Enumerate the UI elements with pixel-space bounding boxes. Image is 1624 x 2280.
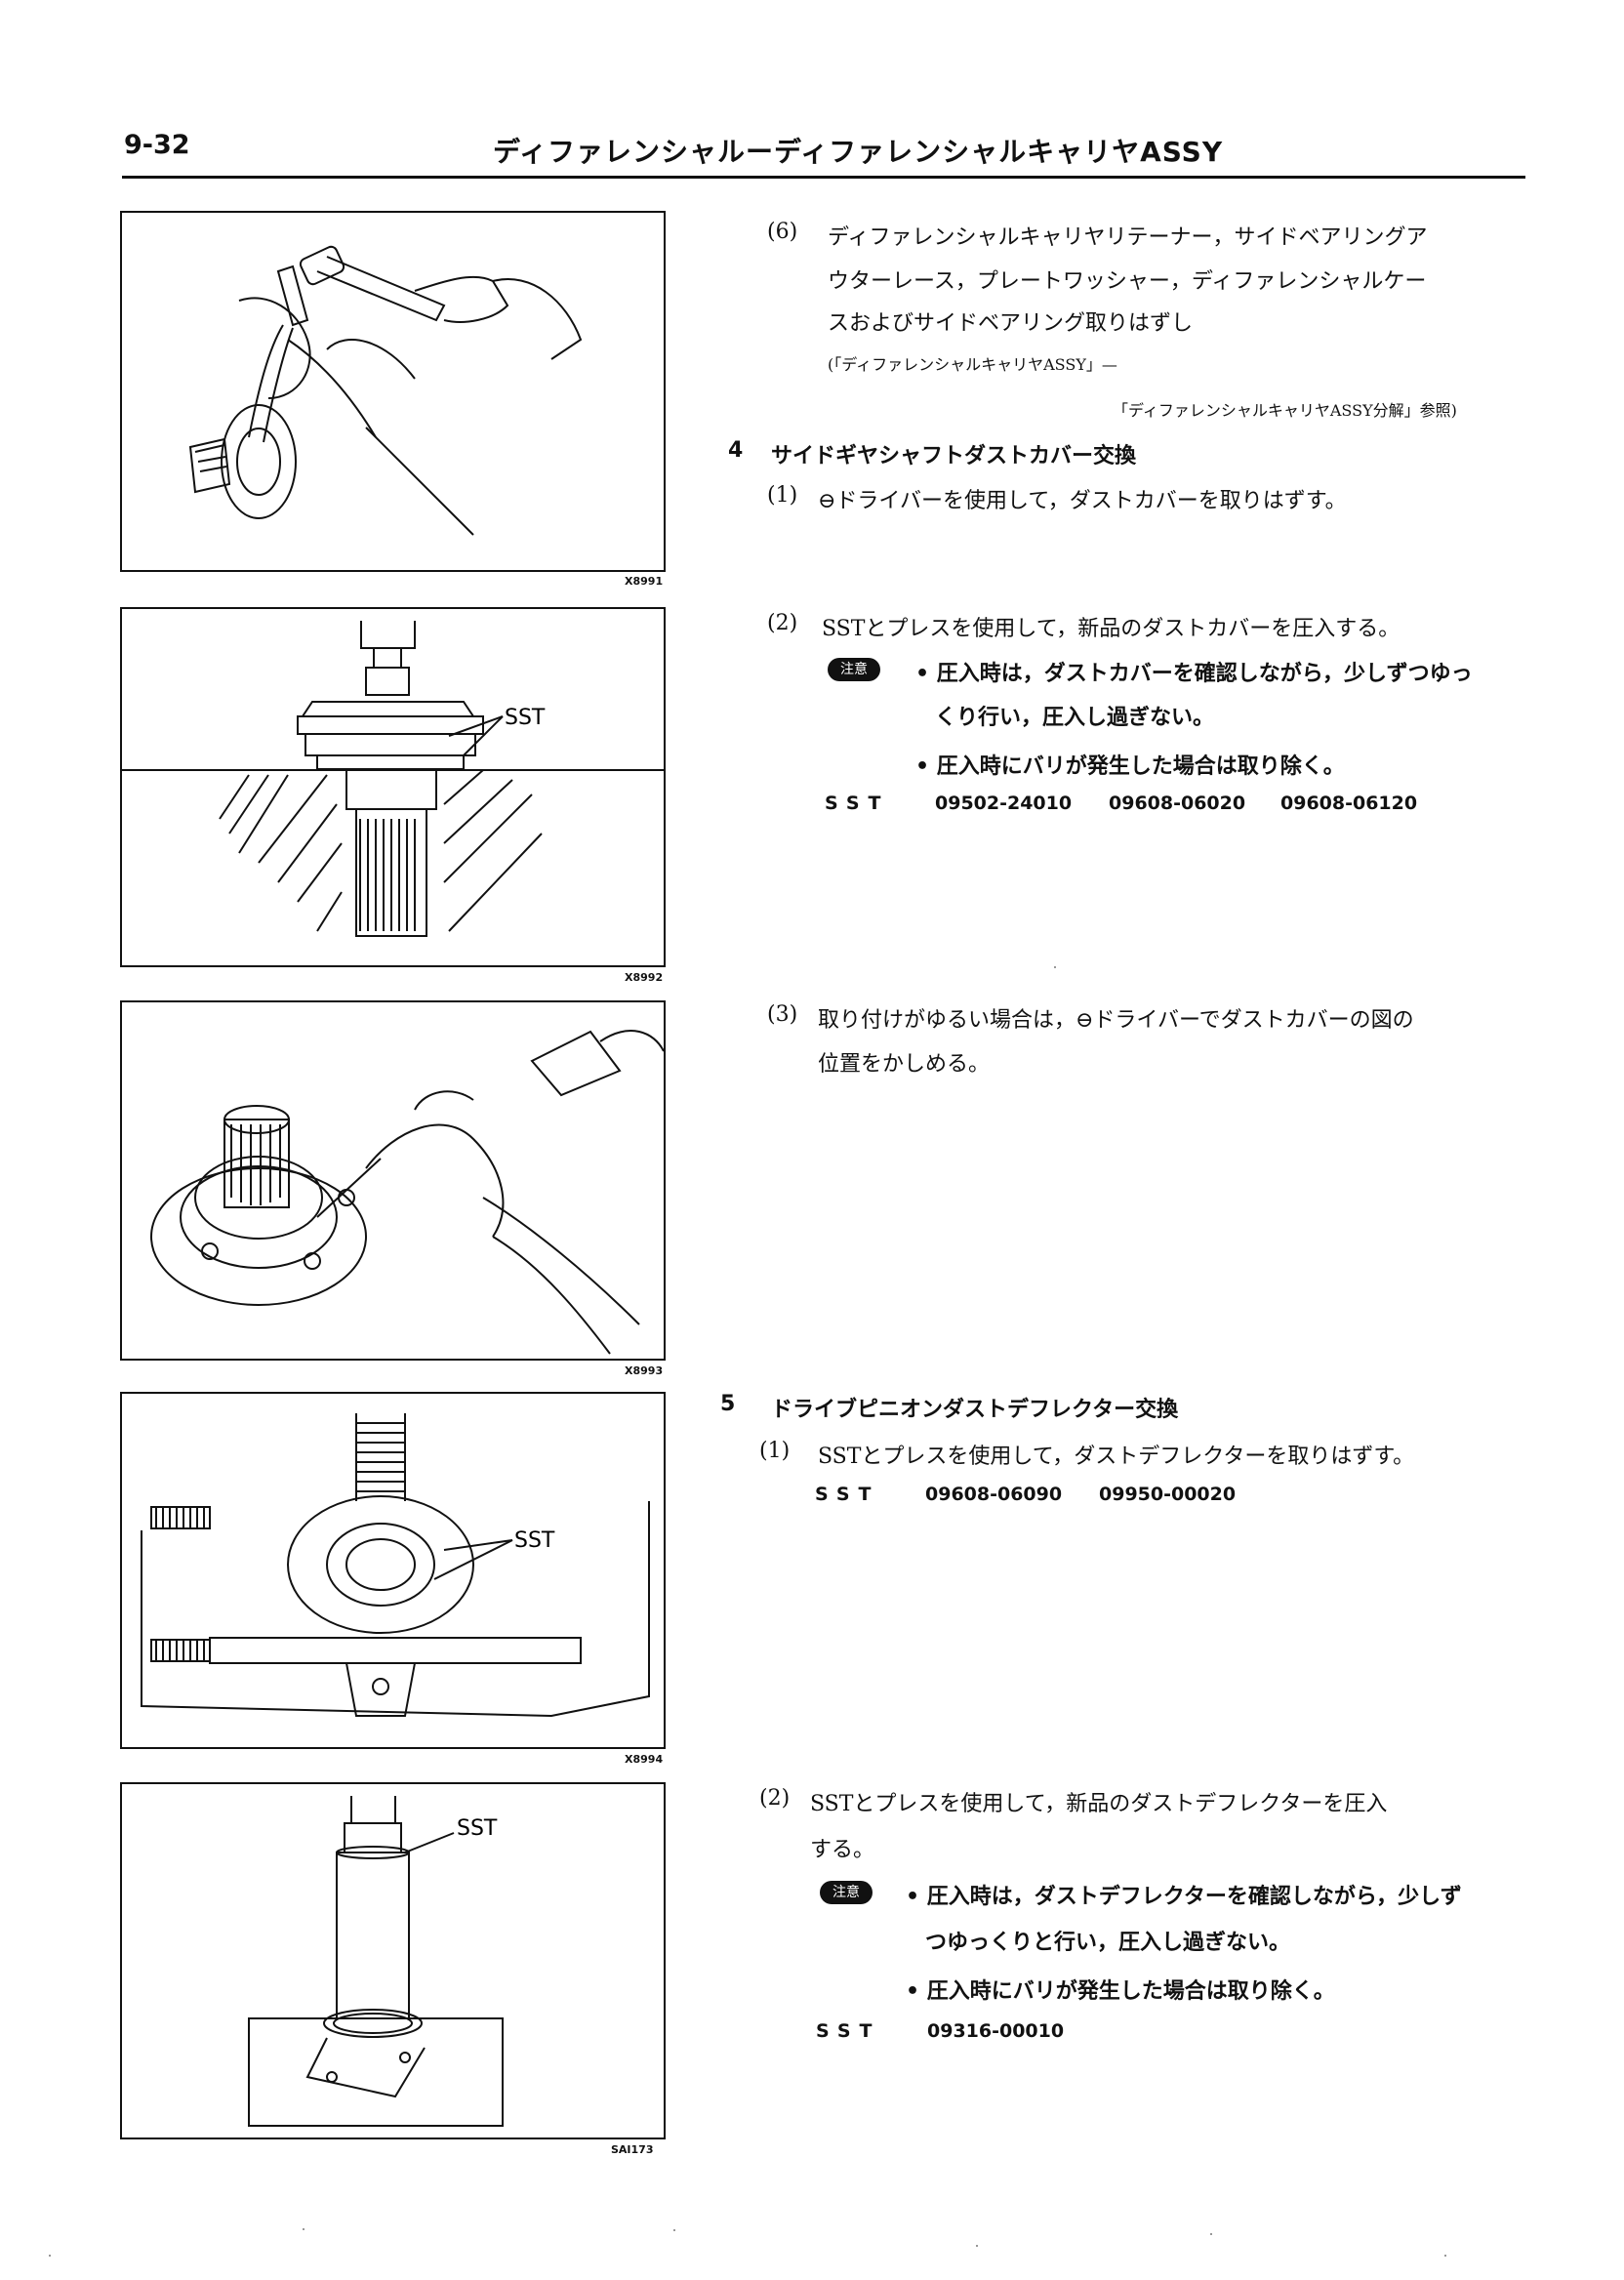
step6-line1: ディファレンシャルキャリヤリテーナー，サイドベアリングア [828, 225, 1428, 250]
figure-deflector-remove: SST [120, 1392, 666, 1749]
caution-note1-cont: くり行い，圧入し過ぎない。 [935, 706, 1215, 730]
section-number: 5 [720, 1392, 736, 1416]
sst-number: 09316-00010 [927, 2020, 1065, 2042]
figure-deflector-install-drawing: SST [248, 1796, 504, 2127]
figure-cover-stake [120, 1000, 666, 1361]
step-text: 取り付けがゆるい場合は，⊖ドライバーでダストカバーの図の [818, 1008, 1414, 1033]
figure-cover-install-drawing: SST [122, 621, 664, 937]
sst-label: SST [457, 1816, 498, 1841]
reference-line2: 「ディファレンシャルキャリヤASSY分解」参照) [1113, 401, 1457, 420]
figure-deflector-install: SST [120, 1782, 666, 2139]
step-number: (1) [767, 483, 798, 508]
page-number: 9-32 [124, 130, 190, 160]
caution-note1: • 圧入時は，ダストカバーを確認しながら，少しずつゆっ [915, 662, 1473, 686]
sst-label: SST [815, 1484, 880, 1505]
step-number: (6) [767, 220, 798, 244]
step-number: (2) [767, 611, 798, 635]
step6-line3: スおよびサイドベアリング取りはずし [828, 311, 1194, 336]
sst-number: 09502-24010 [935, 793, 1073, 814]
figure-code: X8994 [625, 1753, 664, 1766]
step-number: (3) [767, 1002, 798, 1027]
step-number: (2) [759, 1786, 791, 1811]
caution-note2: • 圧入時にバリが発生した場合は取り除く。 [906, 1979, 1335, 2004]
sst-label: SST [816, 2020, 881, 2042]
figure-deflector-remove-drawing: SST [141, 1413, 650, 1718]
sst-number: 09950-00020 [1099, 1484, 1237, 1505]
reference-line1: (「ディファレンシャルキャリヤASSY」— [828, 355, 1117, 374]
figure-code: X8992 [625, 971, 664, 984]
step6-line2: ウターレース，プレートワッシャー，ディファレンシャルケー [828, 269, 1427, 294]
caution-note2: • 圧入時にバリが発生した場合は取り除く。 [915, 754, 1345, 779]
header-rule [122, 176, 1525, 179]
step-text: SSTとプレスを使用して，ダストデフレクターを取りはずす。 [818, 1445, 1415, 1469]
figure-cover-install: SST [120, 607, 666, 967]
step-text: ⊖ドライバーを使用して，ダストカバーを取りはずす。 [818, 489, 1347, 513]
caution-badge: 注意 [820, 1881, 873, 1904]
step-text: SSTとプレスを使用して，新品のダストカバーを圧入する。 [822, 617, 1401, 641]
page-title: ディファレンシャルーディファレンシャルキャリヤASSY [493, 136, 1224, 168]
figure-dismantle [120, 211, 666, 572]
sst-number: 09608-06020 [1109, 793, 1246, 814]
section-title: サイドギヤシャフトダストカバー交換 [771, 444, 1137, 468]
caution-note1: • 圧入時は，ダストデフレクターを確認しながら，少しず [906, 1885, 1462, 1909]
figure-cover-stake-drawing [150, 1030, 664, 1355]
sst-label: SST [514, 1528, 555, 1553]
section-number: 4 [728, 438, 744, 463]
sst-number: 09608-06120 [1280, 793, 1418, 814]
step-text-cont: 位置をかしめる。 [818, 1052, 991, 1077]
step-text-cont: する。 [810, 1838, 875, 1862]
caution-badge: 注意 [828, 658, 880, 681]
figure-code: X8993 [625, 1364, 664, 1377]
step-text: SSTとプレスを使用して，新品のダストデフレクターを圧入 [810, 1792, 1388, 1816]
step-number: (1) [759, 1439, 791, 1463]
caution-note1-cont: つゆっくりと行い，圧入し過ぎない。 [925, 1931, 1291, 1955]
figure-code: SAI173 [611, 2143, 654, 2156]
figure-dismantle-drawing [188, 245, 583, 536]
sst-number: 09608-06090 [925, 1484, 1063, 1505]
sst-label: SST [505, 706, 546, 730]
figure-code: X8991 [625, 575, 664, 588]
sst-label: SST [825, 793, 890, 814]
section-title: ドライブピニオンダストデフレクター交換 [771, 1398, 1179, 1422]
